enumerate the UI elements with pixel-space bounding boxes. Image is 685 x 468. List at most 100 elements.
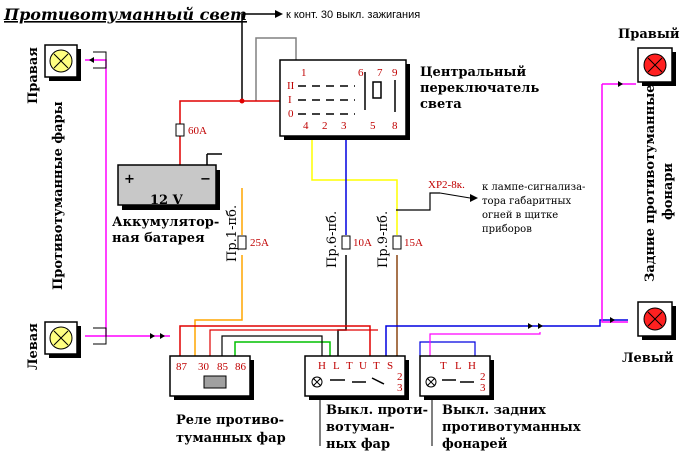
central-switch-label-3: света	[420, 97, 462, 112]
rear-switch-contacts	[442, 379, 474, 383]
front-lamps-group-label: Противотуманные фары	[51, 101, 66, 290]
rear-lamp-right	[637, 47, 676, 86]
rear-switch-label-2: противотуманных	[442, 420, 581, 435]
connector-note-2: тора габаритных	[482, 196, 572, 207]
central-switch-label-2: переключатель	[420, 81, 539, 96]
rear-lamp-left	[637, 301, 676, 340]
fuse-60a-label: 60A	[188, 125, 207, 137]
ground-icon	[93, 51, 107, 69]
front-switch-box[interactable]	[304, 355, 406, 397]
wire-red-relay	[179, 325, 371, 356]
connector-note-1: к лампе-сигнализа-	[482, 182, 585, 193]
rear-lamp-right-label: Правый	[618, 27, 680, 42]
switch-pin-2: 2	[322, 120, 328, 132]
fuse-pr6-label: Пр.6-пб.	[325, 211, 340, 268]
battery-minus: −	[200, 172, 211, 187]
rear-switch-label-1: Выкл. задних	[442, 403, 546, 418]
relay-pin-85: 85	[217, 361, 229, 373]
rear-switch-box[interactable]	[419, 355, 491, 397]
central-switch-box[interactable]	[279, 59, 407, 137]
connector-note-4: приборов	[482, 224, 532, 235]
rear-switch-pin-T: T	[440, 360, 447, 372]
switch-pos-0: 0	[288, 108, 294, 120]
fuse-15a-label: 15A	[404, 237, 423, 249]
relay-pin-86: 86	[235, 361, 247, 373]
fuse-15a	[392, 235, 402, 250]
switch-pos-II: II	[287, 80, 295, 92]
relay-coil	[203, 375, 227, 389]
wire-pink-front	[85, 59, 170, 337]
wire-pink-rear	[601, 83, 636, 323]
wire-red-battery	[179, 100, 305, 165]
rear-switch-side-2: 2	[480, 371, 486, 383]
front-lamp-right	[44, 44, 81, 81]
front-switch-indicator-icon	[311, 376, 323, 388]
front-switch-pin-T: T	[346, 360, 353, 372]
rear-switch-pin-H: H	[468, 360, 476, 372]
switch-pin-1: 1	[301, 67, 307, 79]
wire-connector	[396, 192, 440, 211]
wire-orange	[194, 188, 243, 358]
arrow-icon	[275, 10, 283, 18]
connector-markers	[89, 57, 623, 339]
front-switch-pin-U: U	[359, 360, 367, 372]
wire-yellow	[311, 133, 398, 235]
battery-label-2: ная батарея	[112, 231, 205, 246]
battery-label-1: Аккумулятор-	[112, 215, 219, 230]
front-switch-label-3: ных фар	[326, 437, 390, 452]
battery-plus: +	[124, 172, 135, 187]
front-lamp-left	[44, 321, 81, 358]
wire-pink-rear-switch	[429, 332, 541, 356]
wire-green	[234, 341, 331, 356]
rear-lamp-left-label: Левый	[622, 351, 674, 366]
switch-pin-4: 4	[303, 120, 309, 132]
switch-pin-6: 6	[358, 67, 364, 79]
switch-pin-8: 8	[392, 120, 398, 132]
rear-switch-pin-L: L	[455, 360, 462, 372]
relay-pin-87: 87	[176, 361, 188, 373]
arrow-icon	[470, 194, 478, 202]
battery-voltage: 12 V	[150, 193, 184, 208]
front-switch-label-1: Выкл. проти-	[326, 403, 428, 418]
rear-switch-side-3: 3	[480, 382, 486, 394]
relay-label-2: туманных фар	[176, 431, 286, 446]
wire-blue-rear	[385, 319, 628, 356]
diagram-title: Противотуманный свет	[3, 5, 247, 24]
fuse-60a	[175, 123, 185, 137]
front-switch-side-2: 2	[397, 371, 403, 383]
front-switch-side-3: 3	[397, 382, 403, 394]
relay-label-1: Реле противо-	[176, 413, 284, 428]
rear-switch-indicator-icon	[425, 376, 437, 388]
wire-red-relay-2	[209, 329, 378, 356]
rear-lamps-group-label-1: Задние противотуманные	[643, 84, 658, 282]
front-switch-pin-T2: T	[373, 360, 380, 372]
connector-note-3: огней в щитке	[482, 210, 558, 221]
switch-pin-3: 3	[341, 120, 347, 132]
ground-icon	[93, 327, 107, 345]
fuse-25a-label: 25A	[250, 237, 269, 249]
fuse-10a-label: 10A	[353, 237, 372, 249]
front-switch-label-2: вотуман-	[326, 420, 395, 435]
switch-contacts	[298, 72, 396, 115]
switch-pin-7: 7	[377, 67, 383, 79]
switch-pos-I: I	[288, 94, 292, 106]
connector-label: ХР2-8к.	[428, 179, 465, 191]
wire-black-relay	[221, 335, 323, 356]
front-switch-pin-H: H	[318, 360, 326, 372]
central-switch-label-1: Центральный	[420, 65, 526, 80]
junction-dot	[239, 98, 245, 104]
front-lamp-left-label: Левая	[26, 323, 41, 370]
rear-lamps-group-label-2: фонари	[661, 163, 676, 220]
battery-body	[117, 164, 217, 206]
front-lamp-right-label: Правая	[26, 47, 41, 104]
fuse-25a	[237, 235, 247, 250]
fuse-10a	[341, 235, 351, 250]
wire-connector-arrow	[439, 192, 471, 199]
front-switch-pin-L: L	[333, 360, 340, 372]
wire-black-fuse10	[337, 255, 347, 356]
fuse-pr9-label: Пр.9-пб.	[376, 211, 391, 268]
front-switch-contacts	[330, 377, 385, 385]
switch-pin-9: 9	[392, 67, 398, 79]
